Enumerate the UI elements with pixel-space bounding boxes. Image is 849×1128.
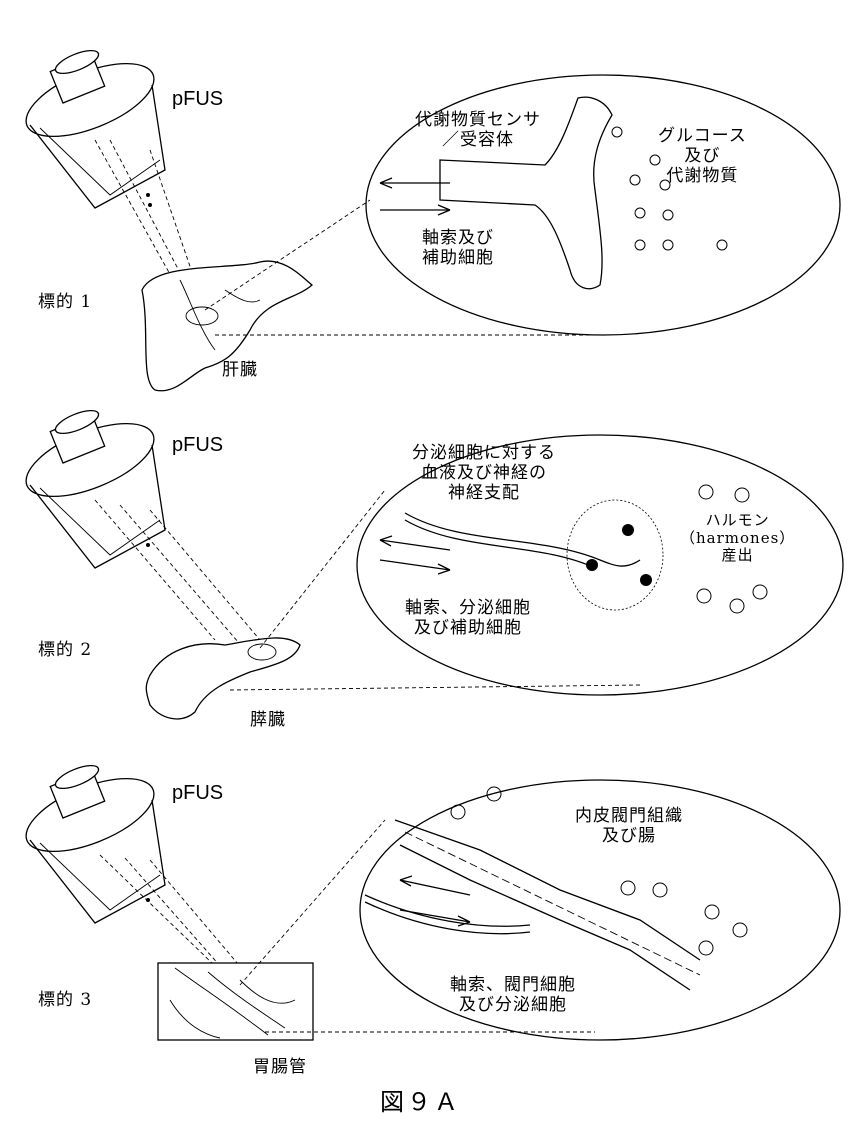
panel-3-callout-axon: 軸索、閥門細胞 及び分泌細胞 [450,975,576,1015]
ultrasound-transducer-icon [16,761,165,923]
intestine-icon [158,963,313,1040]
panel-1-device-label: pFUS [172,88,223,112]
nerve-fiber [365,895,530,934]
panel-2-organ-label: 膵臓 [250,710,286,730]
panel-1-organ-label: 肝臓 [222,360,258,380]
panel-2-callout-hormone: ハルモン （harmones） 産出 [680,512,795,565]
ultrasound-transducer-icon [16,46,165,208]
panel-3-target-label: 標的 3 [38,990,92,1010]
panel-3-organ-label: 胃腸管 [253,1057,307,1077]
panel-3-callout-tissue: 内皮閥門組織 及び腸 [575,806,683,846]
ultrasound-transducer-icon [16,406,165,568]
panel-2-device-label: pFUS [172,434,223,458]
panel-3-device-label: pFUS [172,782,223,806]
panel-1 [16,46,840,391]
cell-cluster [567,500,663,610]
panel-1-callout-axon: 軸索及び 補助細胞 [422,228,494,268]
panel-2-target-label: 標的 2 [38,640,92,660]
panel-3 [16,761,840,1040]
pancreas-icon [146,638,300,719]
panel-1-callout-glucose: グルコース 及び 代謝物質 [658,126,747,186]
panel-1-target-label: 標的 1 [38,292,92,312]
panel-2-callout-axon: 軸索、分泌細胞 及び補助細胞 [405,598,531,638]
nerve-fiber [405,513,640,568]
panel-2-callout-innervation: 分泌細胞に対する 血液及び神経の 神経支配 [412,443,556,503]
arrow-icon [380,536,450,574]
panel-1-callout-sensor: 代謝物質センサ ／受容体 [415,110,541,150]
figure-caption: 図９Ａ [380,1088,461,1116]
